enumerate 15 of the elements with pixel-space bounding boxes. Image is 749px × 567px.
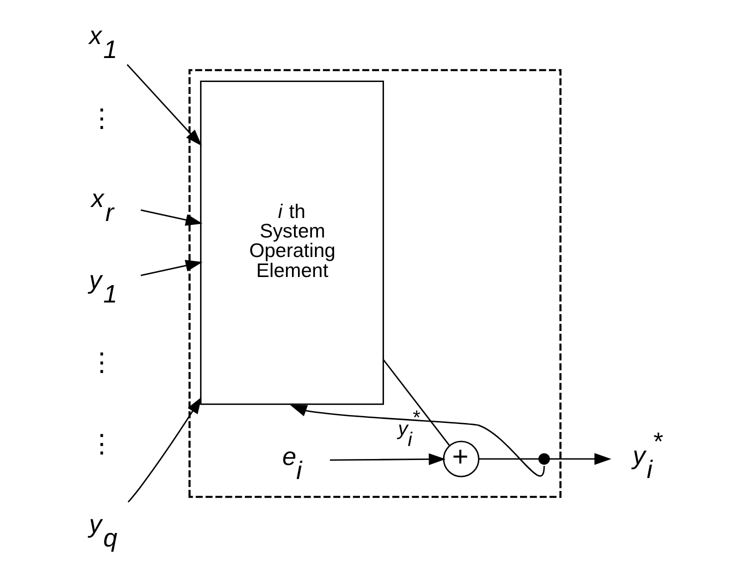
node-box: i th System Operating Element xyxy=(200,80,384,405)
label: ⋮ xyxy=(88,349,114,378)
arrow xyxy=(290,404,544,476)
connector xyxy=(382,359,450,446)
arrow xyxy=(140,209,202,226)
connector xyxy=(478,458,538,460)
arrow xyxy=(548,453,611,465)
label: ⋮ xyxy=(88,104,114,133)
arrow xyxy=(126,64,202,146)
arrow xyxy=(329,453,446,466)
label: ⋮ xyxy=(88,430,114,459)
node-circle: + xyxy=(442,440,479,478)
node-circle xyxy=(538,453,550,465)
arrow xyxy=(127,396,202,503)
arrow xyxy=(140,260,202,276)
